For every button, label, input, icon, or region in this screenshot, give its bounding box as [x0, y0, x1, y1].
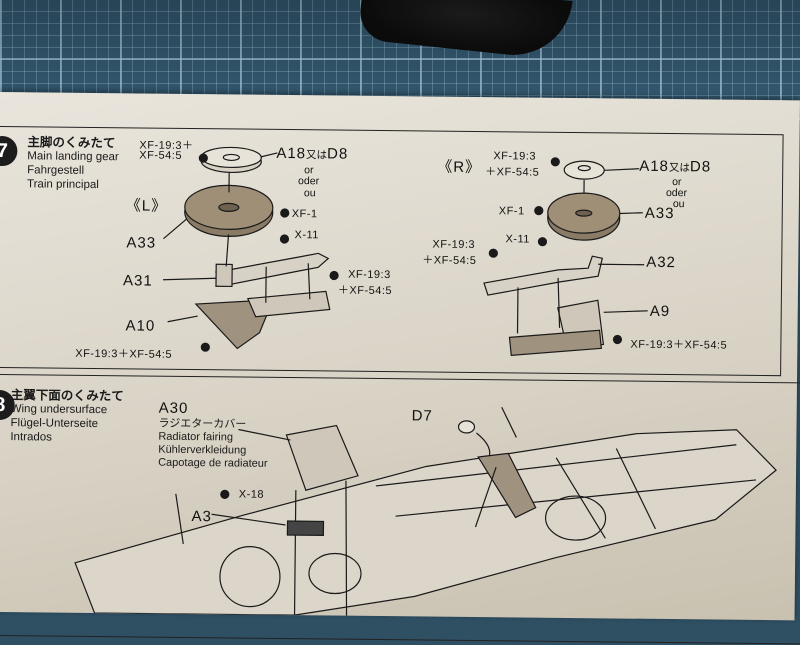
a3-part: [287, 521, 323, 535]
d7-part: [458, 421, 474, 433]
radiator-fairing-part: [286, 425, 359, 491]
right-strut-part: [484, 255, 602, 296]
left-strut-part: [216, 252, 328, 285]
assembly-drawing: [0, 92, 800, 620]
instruction-sheet: 7 主脚のくみたて Main landing gear Fahrgestell …: [0, 92, 800, 620]
